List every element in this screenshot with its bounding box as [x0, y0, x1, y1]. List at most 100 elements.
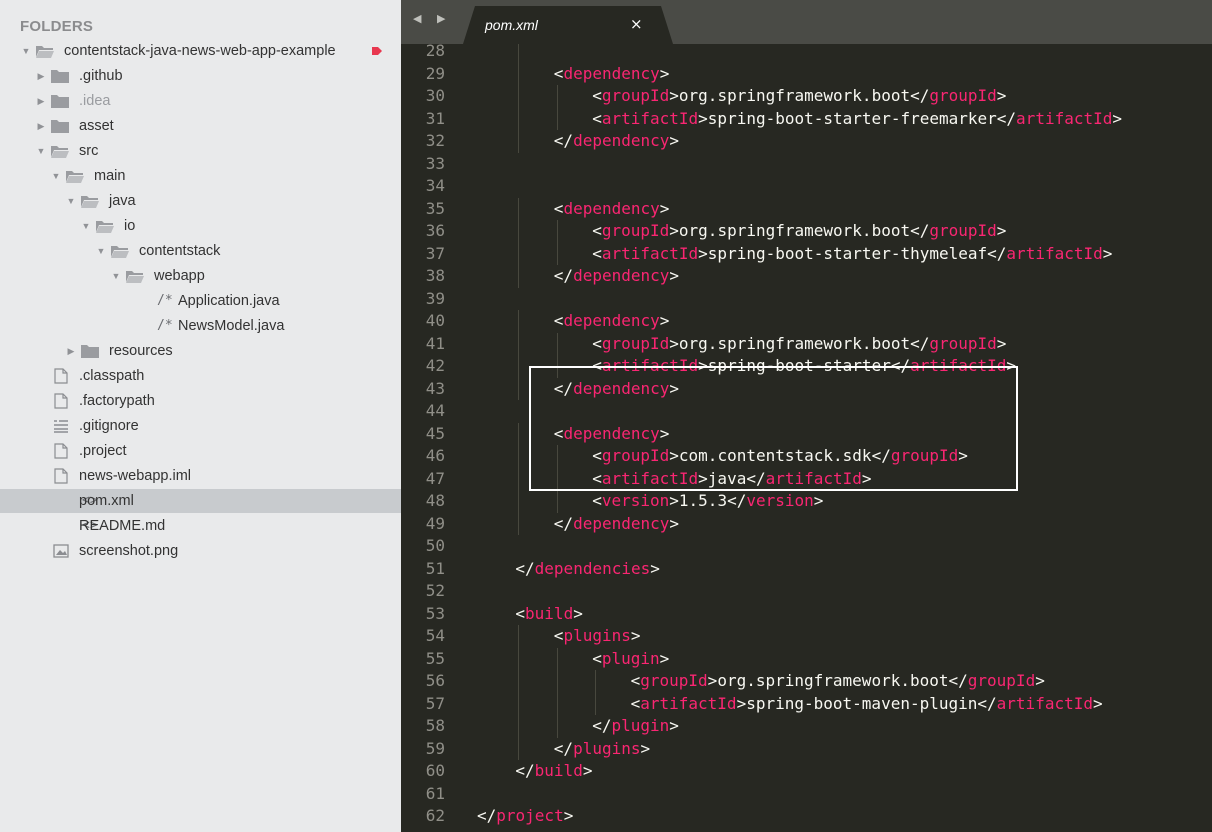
- xml-punctuation: </: [890, 356, 911, 375]
- xml-punctuation: </: [996, 108, 1017, 128]
- tree-item-readme-md[interactable]: <>README.md: [0, 514, 401, 538]
- tree-item-main[interactable]: ▼main: [0, 164, 401, 188]
- code-line[interactable]: 50: [401, 535, 1212, 558]
- tree-item-gitignore[interactable]: .gitignore: [0, 414, 401, 438]
- chevron-down-icon[interactable]: ▼: [111, 271, 121, 281]
- tree-item-idea[interactable]: ▶.idea: [0, 89, 401, 113]
- indent-guide: [518, 355, 520, 378]
- code-line[interactable]: 44: [401, 400, 1212, 423]
- code-line[interactable]: 49</dependency>: [401, 513, 1212, 536]
- code-line[interactable]: 41<groupId>org.springframework.boot</gro…: [401, 333, 1212, 356]
- indent-guide: [595, 692, 597, 715]
- tree-item-newsmodel-java[interactable]: /*NewsModel.java: [0, 314, 401, 338]
- line-number: 58: [425, 716, 445, 735]
- line-number: 29: [425, 63, 445, 83]
- tree-item-factorypath[interactable]: .factorypath: [0, 389, 401, 413]
- chevron-right-icon[interactable]: ▶: [37, 96, 45, 106]
- tree-item-asset[interactable]: ▶asset: [0, 114, 401, 138]
- line-number: 44: [425, 401, 445, 420]
- tree-item-application-java[interactable]: /*Application.java: [0, 289, 401, 313]
- tree-item-news-webapp-iml[interactable]: news-webapp.iml: [0, 464, 401, 488]
- code-text: </dependency>: [554, 378, 679, 401]
- chevron-down-icon[interactable]: ▼: [96, 246, 106, 256]
- code-line[interactable]: 56<groupId>org.springframework.boot</gro…: [401, 670, 1212, 693]
- code-line[interactable]: 35<dependency>: [401, 198, 1212, 221]
- xml-punctuation: >: [707, 671, 718, 690]
- chevron-down-icon[interactable]: ▼: [21, 46, 31, 56]
- code-line[interactable]: 37<artifactId>spring-boot-starter-thymel…: [401, 243, 1212, 266]
- tree-item-contentstack-java-news-web-app-example[interactable]: ▼contentstack-java-news-web-app-example: [0, 39, 401, 63]
- indent-guide: [518, 220, 520, 243]
- xml-tag-name: version: [746, 491, 814, 510]
- code-line[interactable]: 32</dependency>: [401, 130, 1212, 153]
- tree-item-src[interactable]: ▼src: [0, 139, 401, 163]
- tree-item-contentstack[interactable]: ▼contentstack: [0, 239, 401, 263]
- code-line[interactable]: 31<artifactId>spring-boot-starter-freema…: [401, 108, 1212, 131]
- code-line[interactable]: 43</dependency>: [401, 378, 1212, 401]
- code-line[interactable]: 59</plugins>: [401, 738, 1212, 761]
- code-line[interactable]: 45<dependency>: [401, 423, 1212, 446]
- code-line[interactable]: 62</project>: [401, 805, 1212, 828]
- code-line[interactable]: 34: [401, 175, 1212, 198]
- xml-punctuation: <: [592, 356, 602, 375]
- tree-item-screenshot-png[interactable]: screenshot.png: [0, 539, 401, 563]
- code-line[interactable]: 55<plugin>: [401, 648, 1212, 671]
- code-line[interactable]: 29<dependency>: [401, 63, 1212, 86]
- code-line[interactable]: 58</plugin>: [401, 715, 1212, 738]
- code-line[interactable]: 47<artifactId>java</artifactId>: [401, 468, 1212, 491]
- indent-guide: [518, 670, 520, 693]
- tree-item-project[interactable]: .project: [0, 439, 401, 463]
- chevron-down-icon[interactable]: ▼: [51, 171, 61, 181]
- code-line[interactable]: 51</dependencies>: [401, 558, 1212, 581]
- tree-item-label: io: [124, 218, 136, 234]
- code-text: <groupId>org.springframework.boot</group…: [592, 333, 1006, 356]
- tree-item-pom-xml[interactable]: <>pom.xml: [0, 489, 401, 513]
- tab-nav-arrows[interactable]: ◀ ▶: [413, 12, 452, 25]
- code-line[interactable]: 54<plugins>: [401, 625, 1212, 648]
- xml-punctuation: </: [746, 468, 766, 488]
- xml-tag-name: plugin: [611, 716, 670, 735]
- tree-item-resources[interactable]: ▶resources: [0, 339, 401, 363]
- indent-guide: [595, 670, 597, 693]
- line-number: 28: [425, 44, 445, 60]
- chevron-right-icon[interactable]: ▶: [37, 71, 45, 81]
- code-line[interactable]: 53<build>: [401, 603, 1212, 626]
- indent-guide: [518, 197, 520, 220]
- code-line[interactable]: 60</build>: [401, 760, 1212, 783]
- code-line[interactable]: 28: [401, 44, 1212, 63]
- xml-punctuation: >: [659, 198, 670, 218]
- code-line[interactable]: 48<version>1.5.3</version>: [401, 490, 1212, 513]
- chevron-down-icon[interactable]: ▼: [66, 196, 76, 206]
- tab-pom-xml[interactable]: pom.xml ×: [463, 6, 673, 44]
- chevron-down-icon[interactable]: ▼: [36, 146, 46, 156]
- code-line[interactable]: 39: [401, 288, 1212, 311]
- line-number: 30: [425, 86, 445, 105]
- code-line[interactable]: 46<groupId>com.contentstack.sdk</groupId…: [401, 445, 1212, 468]
- xml-punctuation: >: [582, 761, 593, 780]
- code-line[interactable]: 38</dependency>: [401, 265, 1212, 288]
- chevron-right-icon[interactable]: ▶: [67, 346, 75, 356]
- code-line[interactable]: 30<groupId>org.springframework.boot</gro…: [401, 85, 1212, 108]
- xml-punctuation: >: [1102, 243, 1113, 263]
- code-line[interactable]: 61: [401, 783, 1212, 806]
- code-line[interactable]: 33: [401, 153, 1212, 176]
- code-line[interactable]: 36<groupId>org.springframework.boot</gro…: [401, 220, 1212, 243]
- chevron-right-icon[interactable]: ▶: [37, 121, 45, 131]
- xml-text: org.springframework.boot: [678, 333, 911, 353]
- tree-item-java[interactable]: ▼java: [0, 189, 401, 213]
- tree-item-io[interactable]: ▼ io: [0, 214, 401, 238]
- indent-guide: [556, 445, 558, 468]
- tree-item-webapp[interactable]: ▼webapp: [0, 264, 401, 288]
- code-line[interactable]: 52: [401, 580, 1212, 603]
- code-line[interactable]: 40<dependency>: [401, 310, 1212, 333]
- tree-item-classpath[interactable]: .classpath: [0, 364, 401, 388]
- tab-close-icon[interactable]: ×: [630, 15, 643, 33]
- chevron-down-icon[interactable]: ▼: [81, 221, 91, 231]
- code-line[interactable]: 42<artifactId>spring-boot-starter</artif…: [401, 355, 1212, 378]
- code-line[interactable]: 57<artifactId>spring-boot-maven-plugin</…: [401, 693, 1212, 716]
- tree-item-github[interactable]: ▶.github: [0, 64, 401, 88]
- code-text: </build>: [515, 760, 592, 783]
- xml-tag-name: dependencies: [534, 558, 651, 578]
